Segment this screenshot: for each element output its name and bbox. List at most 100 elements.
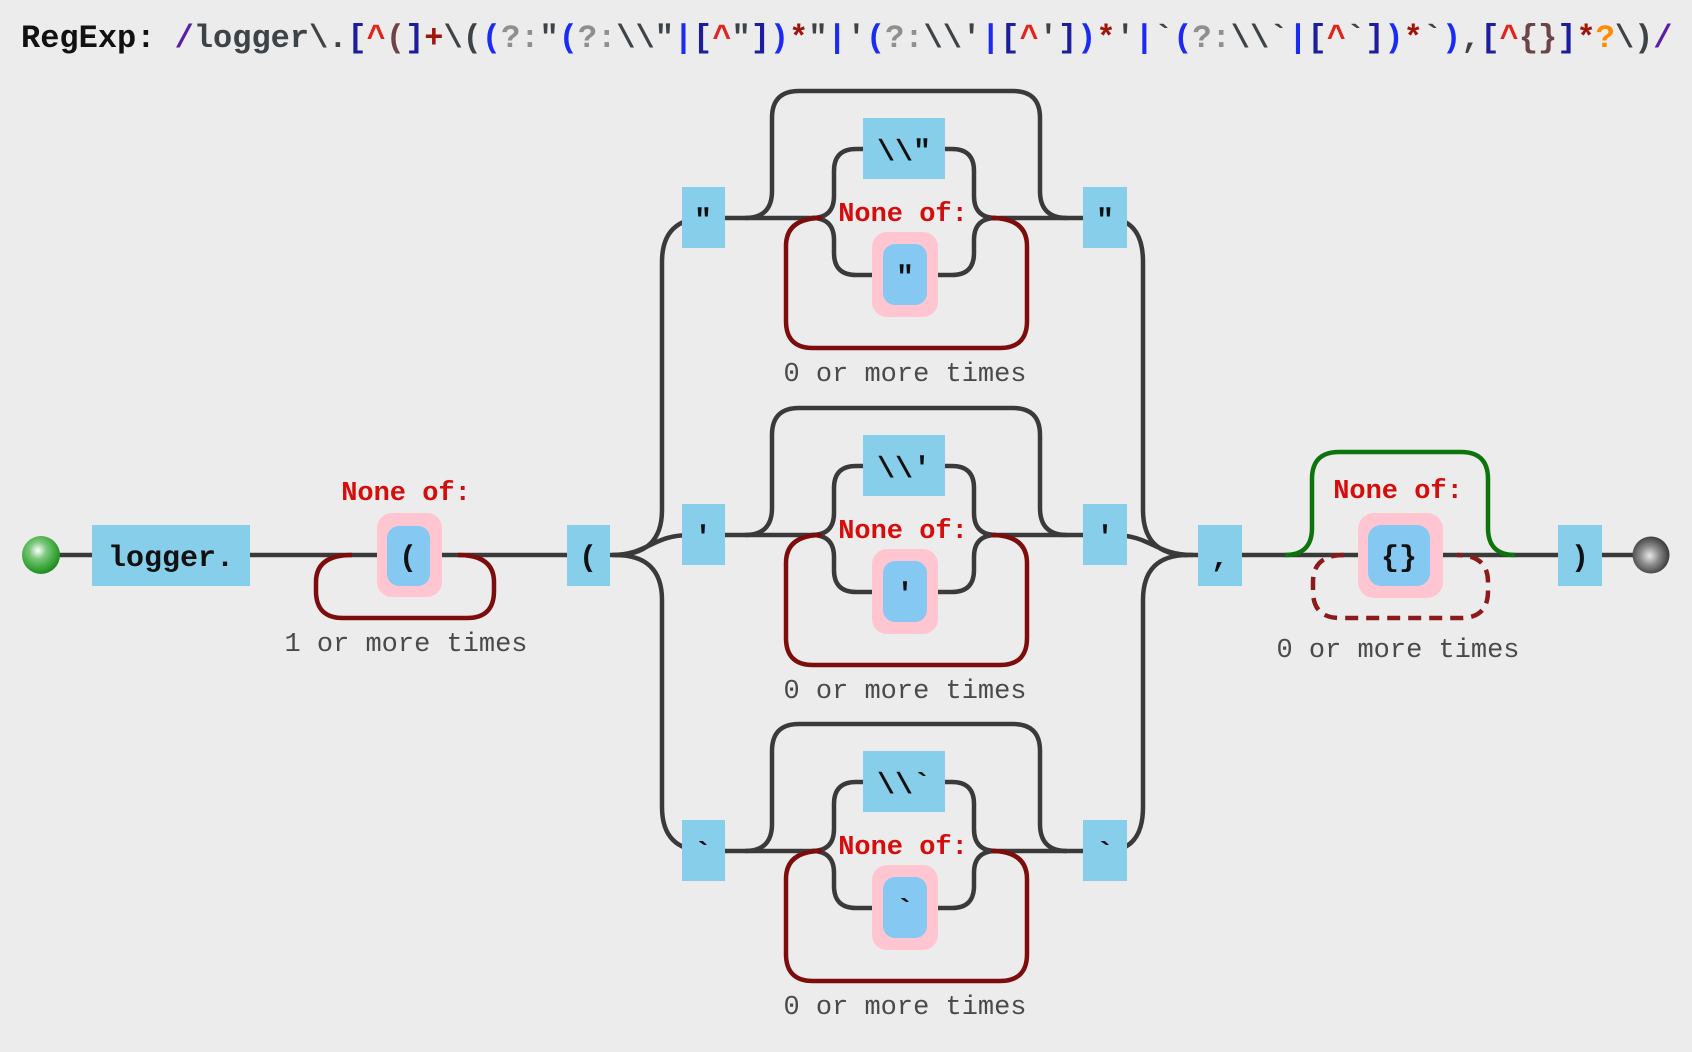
skip-line [744,721,1068,854]
regex-token: \\` [1230,20,1289,57]
inner-split-up [811,779,872,854]
regex-token: ( [481,20,502,57]
literal-box-open-paren [567,525,610,586]
regex-token: * [789,20,809,57]
literal-box-logger [92,525,250,586]
regex-token: ?: [501,20,540,57]
regex-token: ^ [1019,20,1039,57]
regex-token: ( [558,20,578,57]
literal-box [682,820,725,881]
delimiter-left: ` [694,838,712,872]
literal-logger: logger. [108,542,234,576]
none-of-label: None of: [838,200,968,230]
regex-token: \) [1614,20,1654,57]
regex-token: " [808,20,828,57]
regex-token: ` [1153,20,1174,57]
excluded-chars: {} [1381,542,1417,576]
escape-label: \\' [877,453,931,487]
excluded-char: ' [896,579,914,613]
escape-label: \\" [877,136,931,170]
none-of-label: None of: [1333,477,1463,507]
split-to-bottom-branch [614,552,707,854]
escape-box [863,435,945,496]
regex-token: ] [750,20,770,57]
regex-token: ] [1557,20,1577,57]
inner-merge-up [936,779,997,854]
regex-token: ?: [577,20,617,57]
regex-token: ) [1384,20,1404,57]
none-of-label: None of: [838,833,968,863]
literal-close-paren: ) [1571,542,1589,576]
branch-double-quote: " \\" None of: " " 0 or more times [682,88,1127,390]
regex-token: [ [1307,20,1327,57]
delimiter-right: ' [1096,522,1114,556]
regex-token: + [424,20,444,57]
regex-token: ] [1057,20,1078,57]
lazy-skip-line [1284,449,1516,558]
inner-merge-up [936,463,997,538]
escape-box [863,751,945,812]
excluded-char-box [883,877,927,938]
skip-line [744,405,1068,538]
regexp-header: RegExp: /logger\.[^(]+\((?:"(?:\\"|[^"])… [21,20,1672,57]
repeat-loop-path [783,848,1030,984]
inner-split-down [811,532,880,595]
regex-token: / [1653,20,1673,57]
repeat-loop-path [783,215,1030,351]
regex-token: ) [1077,20,1097,57]
regex-pattern: /logger\.[^(]+\((?:"(?:\\"|[^"])*"|'(?:\… [175,20,1673,57]
literal-box [1083,820,1127,881]
regex-token: ? [1595,20,1615,57]
zero-or-more-label: 0 or more times [783,677,1026,707]
excluded-char: ( [399,542,417,576]
excluded-char: ` [896,895,914,929]
lazy-zero-or-more-group: None of: {} 0 or more times [1276,449,1520,666]
zero-or-more-label: 0 or more times [783,360,1026,390]
branch-single-quote: ' \\' None of: ' ' 0 or more times [682,405,1127,707]
zero-or-more-label: 0 or more times [1276,636,1519,666]
regex-token: ' [1115,20,1135,57]
regex-token: ?: [1192,20,1231,57]
regex-token: ( [1173,20,1193,57]
regex-token: / [174,20,194,57]
regex-token: logger\. [193,20,348,57]
excluded-char-box [883,244,927,305]
regex-token: ( [385,20,406,57]
literal-box-comma [1198,525,1242,586]
regex-token: ) [769,20,790,57]
regex-token: [ [1000,20,1020,57]
inner-merge-up [936,146,997,221]
regex-token: | [981,20,1001,57]
inner-split-down [811,848,880,911]
excluded-chars-box [1368,525,1430,586]
repeat-loop-path [313,552,497,621]
regex-token: " [731,20,751,57]
delimiter-left: " [694,205,712,239]
skip-line [744,88,1068,221]
one-or-more-group [313,552,497,621]
escape-box [863,118,945,179]
regex-token: * [1403,20,1423,57]
literal-comma: , [1211,542,1229,576]
literal-box-close-paren [1558,525,1602,586]
main-row-nodes: logger. None of: ( 1 or more times ( , ) [92,479,1602,660]
regex-token: " [539,20,559,57]
delimiter-right: " [1096,205,1114,239]
regex-token: ( [865,20,886,57]
start-terminal [22,536,60,574]
regex-token: ` [1422,20,1443,57]
regex-token: | [827,20,847,57]
inner-merge-down [930,532,997,595]
regex-token: | [673,20,694,57]
literal-box [682,504,725,565]
lazy-repeat-loop-path [1310,552,1491,621]
regex-token: [ [1480,20,1500,57]
inner-split-up [811,146,872,221]
regex-token: \( [443,20,482,57]
regex-token: ] [405,20,425,57]
excluded-char-box [883,561,927,622]
excluded-char-box [387,526,430,586]
regex-token: ) [1442,20,1462,57]
regex-token: ^ [1499,20,1519,57]
